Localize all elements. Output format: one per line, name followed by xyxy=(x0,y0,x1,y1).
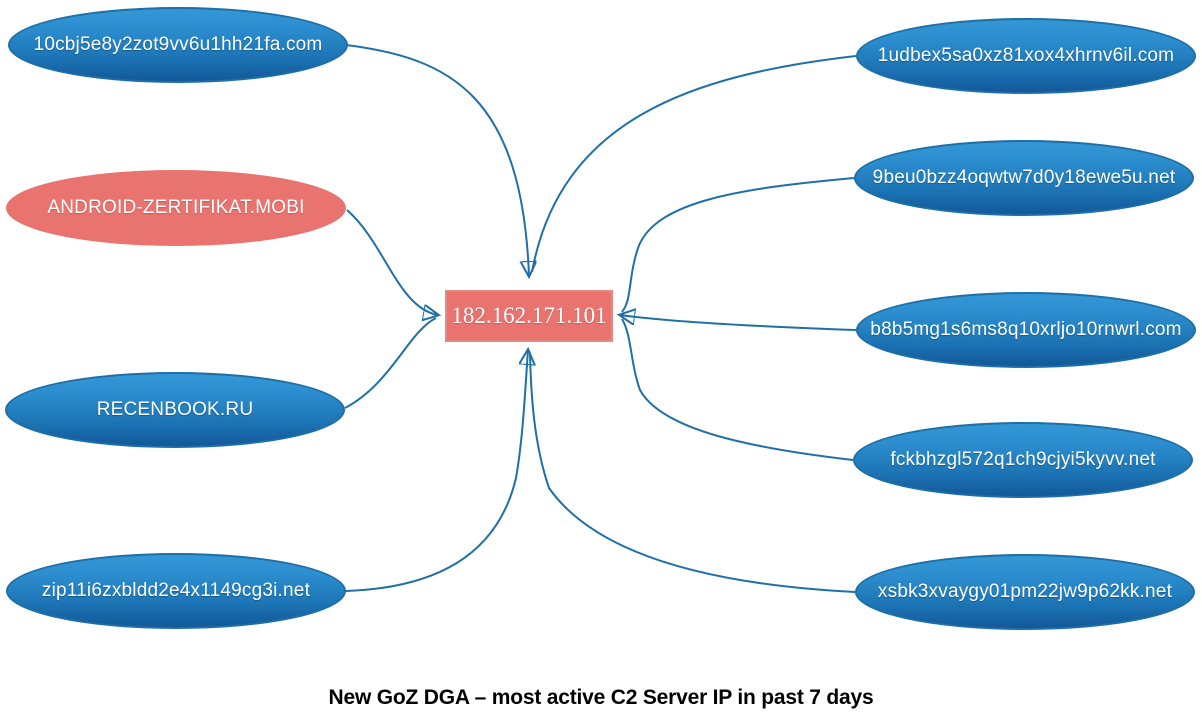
domain-node: zip11i6zxbldd2e4x1149cg3i.net xyxy=(6,553,346,629)
edge-zip11-to-ip xyxy=(345,350,528,592)
domain-node-label: b8b5mg1s6ms8q10xrljo10rnwrl.com xyxy=(870,319,1182,340)
c2-server-ip-label: 182.162.171.101 xyxy=(451,303,607,328)
domain-node: 10cbj5e8y2zot9vv6u1hh21fa.com xyxy=(8,7,348,83)
edge-10cbj-to-ip xyxy=(345,44,529,276)
domain-node-label: 10cbj5e8y2zot9vv6u1hh21fa.com xyxy=(33,34,323,55)
domain-node: b8b5mg1s6ms8q10xrljo10rnwrl.com xyxy=(856,292,1196,368)
domain-node: 9beu0bzz4oqwtw7d0y18ewe5u.net xyxy=(854,140,1194,216)
edge-b8b5-to-ip xyxy=(620,315,857,331)
domain-node-label: fckbhzgl572q1ch9cjyi5kyvv.net xyxy=(890,449,1156,470)
edge-xsbk-to-ip xyxy=(529,353,856,593)
edge-1udbex-to-ip xyxy=(531,55,857,273)
edge-recenbook-to-ip xyxy=(344,317,437,409)
domain-node: xsbk3xvaygy01pm22jw9p62kk.net xyxy=(855,554,1195,630)
domain-node-label: RECENBOOK.RU xyxy=(96,399,254,420)
domain-node-label: zip11i6zxbldd2e4x1149cg3i.net xyxy=(41,580,311,601)
edge-9beu-to-ip xyxy=(621,177,855,313)
domain-node-label: 9beu0bzz4oqwtw7d0y18ewe5u.net xyxy=(872,167,1176,188)
domain-node: 1udbex5sa0xz81xox4xhrnv6il.com xyxy=(856,18,1196,94)
domain-node-label: ANDROID-ZERTIFIKAT.MOBI xyxy=(47,197,305,218)
diagram-caption: New GoZ DGA – most active C2 Server IP i… xyxy=(328,686,874,709)
domain-node-label: 1udbex5sa0xz81xox4xhrnv6il.com xyxy=(877,45,1175,66)
edge-android-to-ip xyxy=(346,209,438,315)
c2-server-ip-box: 182.162.171.101 xyxy=(445,290,613,342)
domain-node: RECENBOOK.RU xyxy=(5,372,345,448)
domain-node-label: xsbk3xvaygy01pm22jw9p62kk.net xyxy=(877,581,1173,602)
domain-node: fckbhzgl572q1ch9cjyi5kyvv.net xyxy=(853,422,1193,498)
edge-fckbhzgl-to-ip xyxy=(621,318,854,461)
domain-node-highlighted: ANDROID-ZERTIFIKAT.MOBI xyxy=(6,170,346,246)
